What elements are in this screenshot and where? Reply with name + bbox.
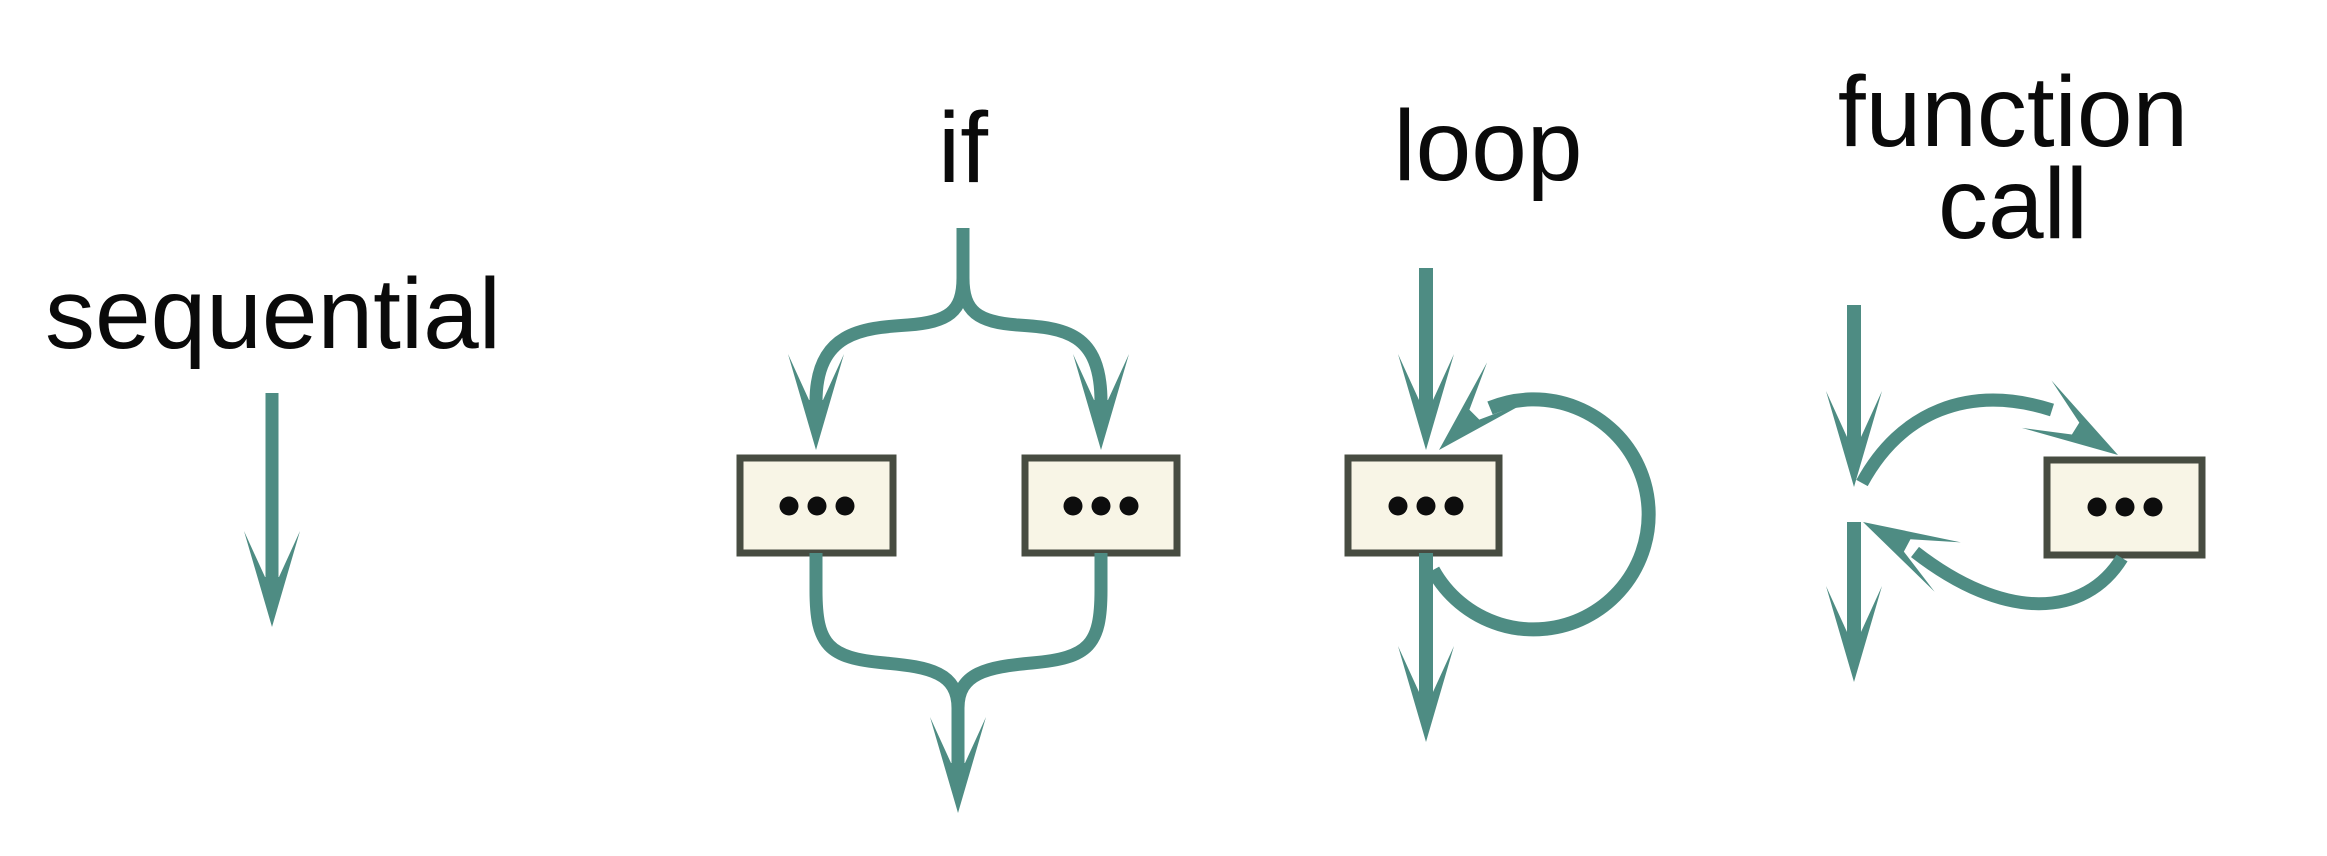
ellipsis-icon	[1063, 496, 1139, 516]
ellipsis-icon	[779, 496, 855, 516]
loop-section: loop	[1344, 90, 1656, 742]
if-branch-right-arrow	[956, 228, 1108, 403]
if-merge-left-arrow	[809, 553, 965, 765]
function-return-curve	[1911, 546, 2128, 611]
ellipsis-icon	[2087, 497, 2163, 517]
function-body-code-box	[2043, 456, 2206, 559]
if-merge-right-arrow	[951, 553, 1108, 709]
function-call-label-line2: call	[1938, 148, 2088, 260]
if-left-code-box	[736, 454, 897, 557]
code-box	[1344, 454, 1503, 557]
ellipsis-icon	[1388, 496, 1464, 516]
if-section: if	[736, 92, 1181, 813]
loop-code-box	[1344, 454, 1503, 557]
loop-label: loop	[1393, 90, 1582, 202]
loop-back-arc	[1426, 392, 1656, 637]
function-call-out-curve	[1856, 393, 2054, 487]
if-right-code-box	[1021, 454, 1181, 557]
sequential-section: sequential	[45, 258, 501, 627]
if-branch-left-arrow	[809, 228, 970, 403]
if-label: if	[938, 92, 988, 204]
function-call-label-line1: function	[1838, 56, 2188, 168]
sequential-label: sequential	[45, 258, 501, 370]
function-call-section: function call	[1826, 56, 2206, 682]
